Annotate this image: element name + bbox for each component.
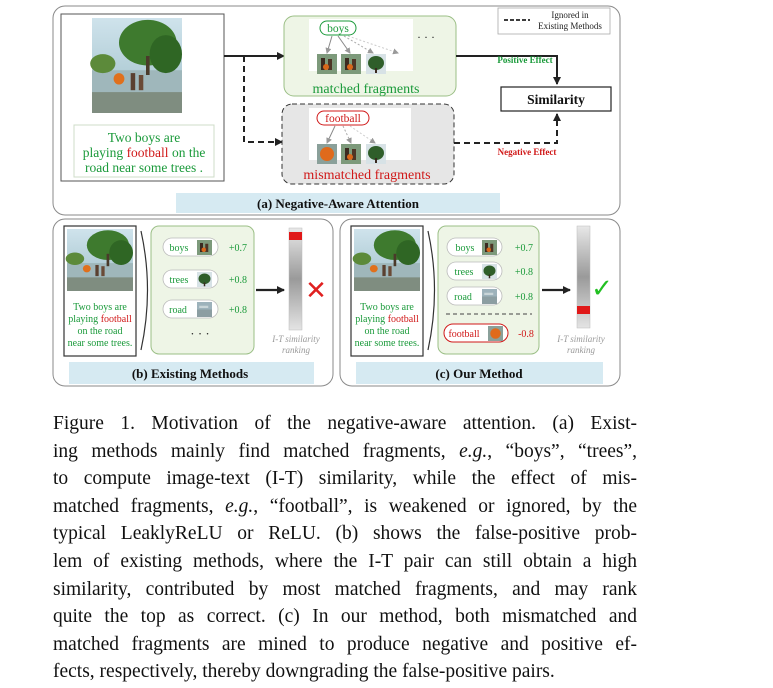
matched-ellipsis: · · · — [417, 30, 435, 44]
caption-line: matched fragments are mined to produce n… — [53, 633, 637, 655]
panel-c-sentence-line2a: playing — [355, 314, 388, 325]
panel-c-bracket — [427, 230, 436, 351]
panel-c-negative-score: -0.8 — [518, 329, 534, 340]
figure-caption: Figure 1. Motivation of the negative-awa… — [53, 410, 637, 686]
matched-fragments-label: matched fragments — [313, 82, 420, 97]
panel-b-title: (b) Existing Methods — [132, 366, 248, 381]
panel-a-title: (a) Negative-Aware Attention — [257, 196, 420, 211]
negative-effect-label: Negative Effect — [498, 147, 557, 157]
mismatched-query-pill — [316, 110, 370, 126]
svg-text:playing football: playing football — [68, 314, 132, 325]
legend-line2: Existing Methods — [538, 21, 602, 31]
panel-c-sentence-line3: on the road — [365, 326, 410, 337]
matched-thumb-1 — [317, 54, 337, 74]
panel-b-word-1: boys — [170, 243, 189, 254]
panel-b-ellipsis: · · · — [190, 326, 210, 341]
panel-c-score-3: +0.8 — [515, 292, 533, 303]
caption-line: quite the top as correct. (c) In our met… — [53, 606, 637, 628]
caption-line: matched fragments, e.g., “football”, is … — [53, 495, 637, 517]
panel-c-frame — [339, 218, 621, 387]
matched-thumb-3 — [366, 54, 386, 74]
arrow-to-mismatched — [243, 56, 283, 146]
similarity-label: Similarity — [527, 92, 585, 107]
panel-c-sentence-football: football — [388, 314, 419, 325]
panel-b-ranking-label-1: I-T similarity — [271, 334, 320, 344]
caption-line: to compute image-text (I-T) similarity, … — [53, 468, 637, 490]
panel-a-title-bg — [176, 193, 500, 213]
check-icon: ✓ — [591, 274, 613, 303]
panel-c-word-3: road — [454, 292, 472, 303]
panel-b-sentence-line4: near some trees. — [68, 338, 133, 349]
positive-effect-arrow — [456, 55, 561, 85]
mismatched-thumb-1 — [317, 144, 337, 164]
panel-b-word-3: road — [169, 305, 187, 316]
positive-effect-label: Positive Effect — [497, 55, 552, 65]
caption-line: fects, respectively, thereby downgrading… — [53, 661, 555, 683]
panel-b-sentence-line2a: playing — [68, 314, 101, 325]
panel-c-rank-marker — [577, 306, 590, 314]
panel-b-sentence-football: football — [101, 314, 132, 325]
matched-thumb-2 — [341, 54, 361, 74]
panel-c-negative-word: football — [448, 329, 479, 340]
panel-b-score-3: +0.8 — [229, 305, 247, 316]
panel-b-rank-marker — [289, 232, 302, 240]
panel-a-sentence-line1: Two boys are — [108, 130, 181, 145]
caption-line: typical LeaklyReLU or ReLU. (b) shows th… — [53, 523, 637, 545]
panel-b-items-box — [150, 225, 255, 355]
panel-b-bracket — [140, 230, 149, 351]
panel-a-sentence-football: football — [127, 145, 169, 160]
mismatched-thumb-2 — [341, 144, 361, 164]
panel-b-sentence-line1: Two boys are — [73, 302, 127, 313]
panel-c-word-2: trees — [455, 267, 474, 278]
figure-1: Two boys are playing football on the roa… — [52, 5, 621, 387]
panel-c-ranking-label-2: ranking — [567, 345, 595, 355]
panel-c-sentence-line4: near some trees. — [355, 338, 420, 349]
caption-line: lem of existing methods, where the I-T p… — [53, 550, 637, 572]
panel-c-title-bg — [356, 362, 603, 384]
panel-a-sentence-box — [73, 124, 215, 178]
panel-b-title-bg — [69, 362, 314, 384]
panel-a-sentence-line2c: on the — [169, 145, 206, 160]
panel-c-ranking-label-1: I-T similarity — [556, 334, 605, 344]
similarity-box — [500, 86, 612, 112]
panel-b-sentence-line3: on the road — [78, 326, 123, 337]
panel-c-score-2: +0.8 — [515, 267, 533, 278]
svg-text:playing football on the: playing football on the — [83, 145, 206, 160]
mismatched-thumb-3 — [366, 144, 386, 164]
legend-box — [497, 7, 611, 35]
mismatched-query: football — [325, 113, 361, 125]
caption-line: ing methods mainly find matched fragment… — [53, 440, 637, 462]
panel-b-score-1: +0.7 — [229, 243, 247, 254]
panel-a-sentence-line3: road near some trees . — [85, 160, 203, 175]
matched-query: boys — [327, 23, 349, 35]
panel-c-word-1: boys — [456, 243, 475, 254]
caption-line: similarity, contributed by most matched … — [53, 578, 637, 600]
panel-b-frame — [52, 218, 334, 387]
matched-query-pill — [319, 20, 357, 36]
legend-line1: Ignored in — [551, 10, 589, 20]
panel-b-ranking-label-2: ranking — [282, 345, 310, 355]
panel-b-score-2: +0.8 — [229, 275, 247, 286]
panel-c-score-1: +0.7 — [515, 243, 533, 254]
panel-c-sentence-line1: Two boys are — [360, 302, 414, 313]
cross-icon: ✕ — [305, 276, 327, 305]
svg-text:playing football: playing football — [355, 314, 419, 325]
panel-c-ranking-bar — [576, 225, 591, 329]
panel-b-word-2: trees — [170, 275, 189, 286]
panel-a-frame — [52, 5, 621, 216]
panel-c-title: (c) Our Method — [435, 366, 523, 381]
panel-a-sentence-line2a: playing — [83, 145, 127, 160]
mismatched-fragments-label: mismatched fragments — [303, 168, 430, 183]
negative-effect-arrow — [454, 113, 561, 144]
caption-line: Figure 1. Motivation of the negative-awa… — [53, 413, 637, 434]
panel-b-ranking-bar — [288, 227, 303, 331]
